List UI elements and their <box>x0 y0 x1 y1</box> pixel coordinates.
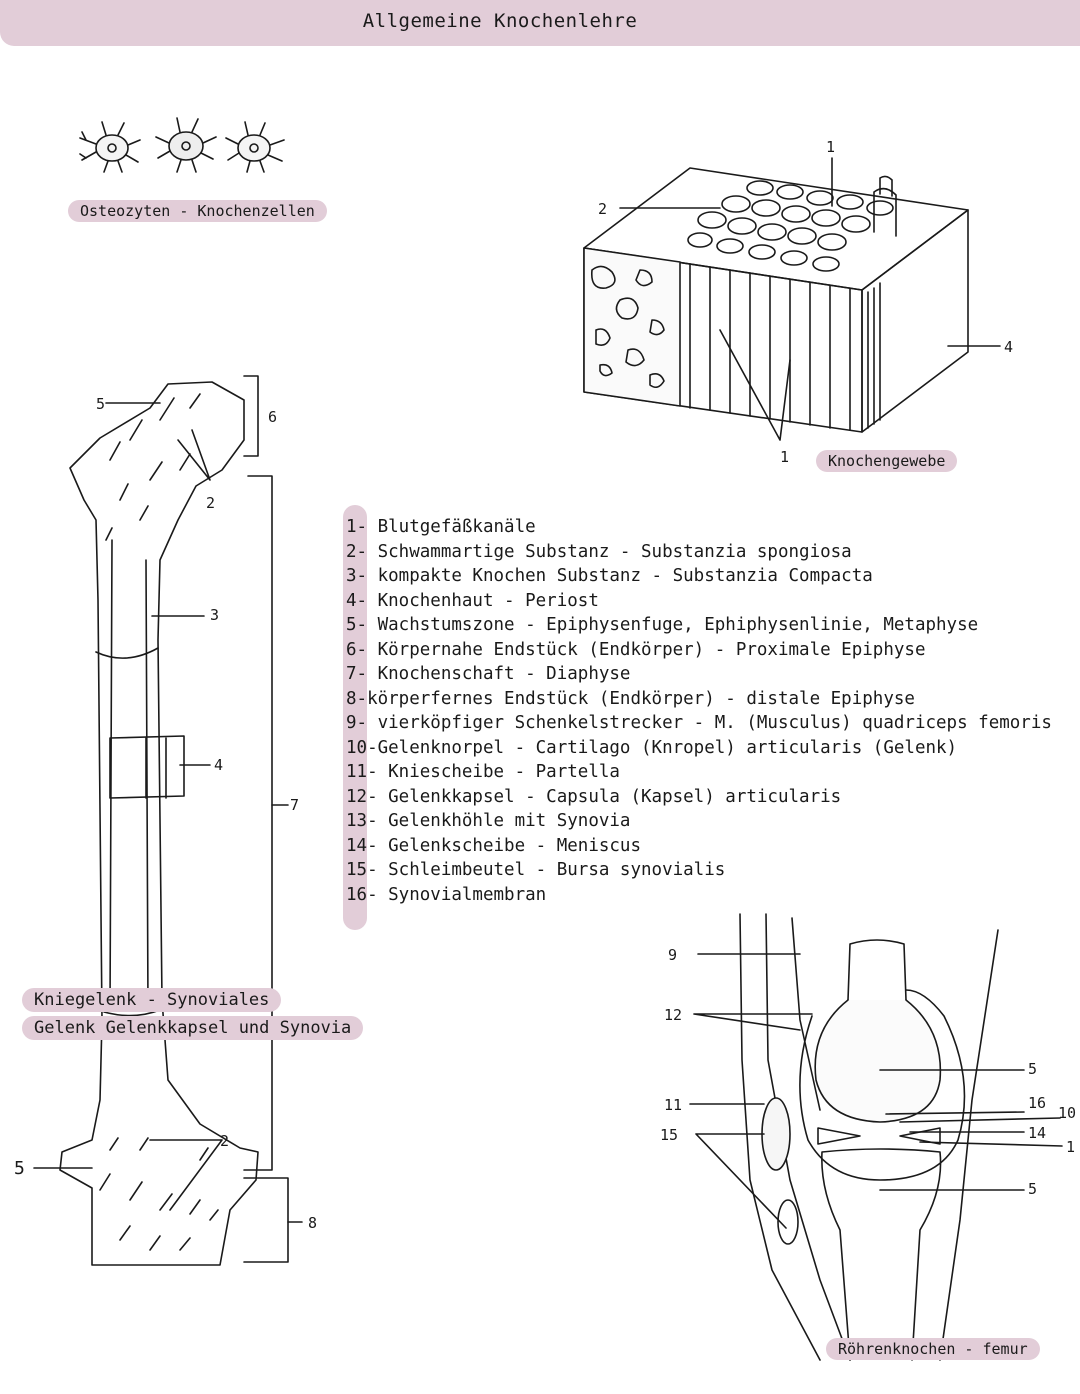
femur-label-8: 8 <box>308 1214 317 1232</box>
page-title: Allgemeine Knochenlehre <box>362 10 638 32</box>
legend-accent-bar <box>343 505 367 930</box>
femur-label-5-top: 5 <box>96 395 105 413</box>
legend-item: 6- Körpernahe Endstück (Endkörper) - Pro… <box>346 639 926 660</box>
legend-item: 14- Gelenkscheibe - Meniscus <box>346 835 642 856</box>
legend-list: 1- Blutgefäßkanäle 2- Schwammartige Subs… <box>346 515 1052 907</box>
knee-label-5-bottom: 5 <box>1028 1180 1037 1198</box>
femur-label-7: 7 <box>290 796 299 814</box>
caption-long-bone: Röhrenknochen - femur <box>826 1338 1040 1360</box>
knee-label-11: 11 <box>664 1096 682 1114</box>
caption-knee-joint-line2: Gelenk Gelenkkapsel und Synovia <box>22 1016 364 1040</box>
legend-item: 4- Knochenhaut - Periost <box>346 590 599 611</box>
legend-item: 10-Gelenknorpel - Cartilago (Knropel) ar… <box>346 737 958 758</box>
osteocyte-cells-illustration <box>79 117 285 173</box>
legend-item: 16- Synovialmembran <box>346 884 547 905</box>
caption-knee-joint-line1: Kniegelenk - Synoviales <box>22 988 282 1012</box>
legend-item: 7- Knochenschaft - Diaphyse <box>346 664 631 684</box>
knee-label-15: 15 <box>660 1126 678 1144</box>
caption-osteocytes: Osteozyten - Knochenzellen <box>68 200 327 222</box>
femur-label-6: 6 <box>268 408 277 426</box>
caption-bone-tissue: Knochengewebe <box>816 450 958 472</box>
legend-item: 13- Gelenkhöhle mit Synovia <box>346 811 631 831</box>
knee-label-9: 9 <box>668 946 677 964</box>
knee-label-16: 16 <box>1028 1094 1046 1112</box>
tissue-label-1-top: 1 <box>826 138 835 156</box>
femur-label-4: 4 <box>214 756 223 774</box>
legend-item: 9- vierköpfiger Schenkelstrecker - M. (M… <box>346 713 1052 733</box>
bone-tissue-block-illustration <box>583 157 1001 441</box>
legend-item: 2- Schwammartige Substanz - Substanzia s… <box>346 541 852 562</box>
knee-label-10: 10 <box>1058 1104 1076 1122</box>
tissue-label-2: 2 <box>598 200 607 218</box>
knee-joint-illustration <box>689 913 1063 1361</box>
knee-label-1: 1 <box>1066 1138 1075 1156</box>
legend-item: 8-körperfernes Endstück (Endkörper) - di… <box>346 688 915 709</box>
legend-item: 11- Kniescheibe - Partella <box>346 762 620 782</box>
legend-item: 3- kompakte Knochen Substanz - Substanzi… <box>346 566 873 586</box>
tissue-label-1-bottom: 1 <box>780 448 789 466</box>
header-bar <box>0 0 1080 46</box>
knee-label-5-top: 5 <box>1028 1060 1037 1078</box>
femur-label-3: 3 <box>210 606 219 624</box>
femur-label-5-bottom: 5 <box>14 1158 25 1179</box>
femur-label-2-top: 2 <box>206 494 215 512</box>
femur-label-2-bottom: 2 <box>220 1132 229 1150</box>
knee-label-14: 14 <box>1028 1124 1046 1142</box>
legend-item: 5- Wachstumszone - Epiphysenfuge, Ephiph… <box>346 615 979 635</box>
legend-item: 1- Blutgefäßkanäle <box>346 517 536 537</box>
femur-illustration <box>33 375 303 1266</box>
osteon-rings <box>687 180 894 272</box>
legend-item: 15- Schleimbeutel - Bursa synovialis <box>346 860 726 880</box>
tissue-label-4: 4 <box>1004 338 1013 356</box>
legend-item: 12- Gelenkkapsel - Capsula (Kapsel) arti… <box>346 786 842 807</box>
knee-label-12: 12 <box>664 1006 682 1024</box>
